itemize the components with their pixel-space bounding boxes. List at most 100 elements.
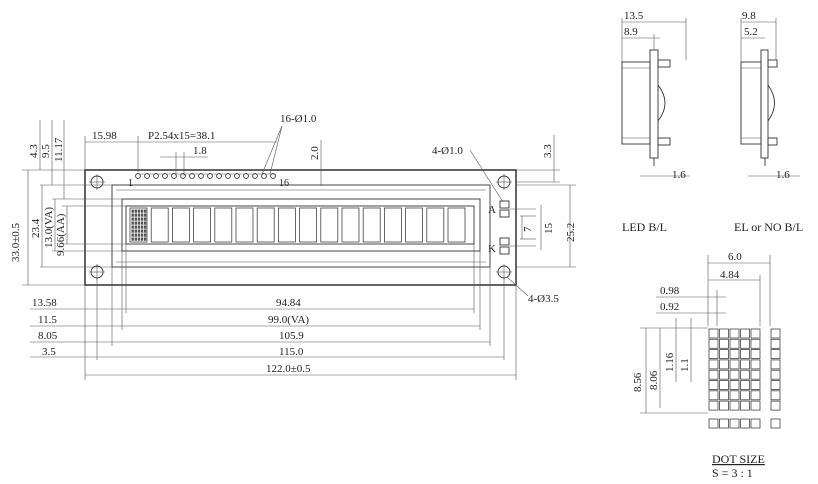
matrix-dot xyxy=(140,209,144,213)
dim-aa: 9.66(AA) xyxy=(55,213,67,256)
dot-cell xyxy=(729,400,740,411)
dim-9-5: 9.5 xyxy=(40,144,52,158)
matrix-dot xyxy=(131,237,134,241)
dot-cell xyxy=(750,369,761,380)
dim-15: 15 xyxy=(543,223,555,235)
character-cell xyxy=(214,207,233,243)
side2-tab-top xyxy=(767,59,778,68)
dim-94-84: 94.84 xyxy=(276,297,301,309)
top-dimensions: 4.3 9.5 11.17 15.98 P2.54x15=38.1 1.8 16… xyxy=(28,113,560,203)
dot-cell xyxy=(740,400,750,411)
dot-cell xyxy=(729,380,740,390)
dot-scale: S = 3 : 1 xyxy=(712,466,753,480)
dot-matrix-grid xyxy=(708,328,781,429)
matrix-dot xyxy=(131,213,134,217)
dot-cell xyxy=(719,349,729,360)
character-cell xyxy=(341,207,360,243)
dim-8-05: 8.05 xyxy=(38,330,58,342)
dot-cell xyxy=(729,369,740,380)
leader-mount-holes xyxy=(506,276,529,297)
dim-15-98: 15.98 xyxy=(92,130,117,142)
side1-lcd-panel xyxy=(621,61,651,145)
dot-cell xyxy=(740,359,750,370)
dot-cell xyxy=(708,380,719,390)
dot-v-dot: 1.1 xyxy=(679,358,691,372)
matrix-dot xyxy=(137,221,141,225)
dim-va-99: 99.0(VA) xyxy=(268,314,309,326)
dim-4-3: 4.3 xyxy=(28,144,40,158)
dot-cell-next-column xyxy=(770,359,781,370)
dot-cell-cursor-row xyxy=(729,418,740,429)
matrix-dot xyxy=(137,225,141,229)
matrix-dot xyxy=(143,225,147,229)
matrix-dot xyxy=(134,221,137,225)
dot-cell-cursor-row xyxy=(708,418,719,429)
side1-caption: LED B/L xyxy=(622,220,667,234)
left-dimensions: 33.0±0.5 23.4 13.0(VA) 9.66(AA) xyxy=(10,169,126,286)
matrix-dot xyxy=(134,225,137,229)
dot-cell xyxy=(708,369,719,380)
dot-cell xyxy=(750,338,761,349)
matrix-dot xyxy=(143,217,147,221)
dot-cell-cursor-row xyxy=(750,418,761,429)
matrix-dot xyxy=(137,233,141,237)
dot-cell xyxy=(708,400,719,411)
dot-w-dots: 4.84 xyxy=(720,269,740,281)
matrix-dot xyxy=(143,213,147,217)
pin-pad xyxy=(135,173,141,179)
dot-cell xyxy=(729,328,740,339)
matrix-dot xyxy=(131,209,134,213)
pin-pad xyxy=(180,173,186,179)
dim-1-8: 1.8 xyxy=(193,145,207,157)
matrix-dot xyxy=(137,217,141,221)
dot-cell xyxy=(740,369,750,380)
side2-bottom: 1.6 xyxy=(776,169,790,181)
side2-pcb xyxy=(760,49,769,159)
side-view-el: 9.8 5.2 1.6 EL or NO B/L xyxy=(734,10,803,234)
matrix-dot xyxy=(143,209,147,213)
pin-pad xyxy=(144,173,150,179)
leader-pin-holes-2 xyxy=(269,125,283,175)
pin-pad xyxy=(270,173,276,179)
pin-pad xyxy=(189,173,195,179)
led-pad-a2 xyxy=(499,209,510,218)
side1-outer: 13.5 xyxy=(624,10,644,22)
matrix-dot xyxy=(134,217,137,221)
matrix-dot xyxy=(134,229,137,233)
dot-cell xyxy=(729,359,740,370)
matrix-dot xyxy=(134,213,137,217)
character-cell xyxy=(277,207,296,243)
character-cell xyxy=(150,207,169,243)
side2-inner: 5.2 xyxy=(744,26,758,38)
character-cell xyxy=(447,207,466,243)
matrix-dot xyxy=(140,225,144,229)
matrix-dot xyxy=(131,233,134,237)
right-dimensions: 7 15 25.2 4-Ø3.5 xyxy=(506,184,577,305)
pin-pad xyxy=(225,173,231,179)
dot-cell-cursor-row xyxy=(740,418,750,429)
pin-pad xyxy=(207,173,213,179)
matrix-dot xyxy=(140,213,144,217)
dim-122: 122.0±0.5 xyxy=(266,363,311,375)
matrix-dot xyxy=(134,209,137,213)
matrix-dot xyxy=(131,221,134,225)
dot-v-pitch: 1.16 xyxy=(664,352,676,372)
dot-h-total: 8.56 xyxy=(632,372,644,392)
dim-mount-holes: 4-Ø3.5 xyxy=(528,293,559,305)
dot-cell xyxy=(740,390,750,401)
dot-cell-next-column xyxy=(770,328,781,339)
matrix-dot xyxy=(131,225,134,229)
led-pad-k1 xyxy=(499,237,510,246)
pin-pad xyxy=(216,173,222,179)
dim-115: 115.0 xyxy=(279,346,304,358)
matrix-dot xyxy=(131,217,134,221)
dot-cell xyxy=(719,338,729,349)
pin-pad xyxy=(153,173,159,179)
dot-cell xyxy=(708,328,719,339)
side1-pcb xyxy=(649,49,659,159)
pin-pad xyxy=(252,173,258,179)
dot-h-dots: 8.06 xyxy=(648,370,660,390)
dot-cell-next-column xyxy=(770,380,781,390)
dot-cell xyxy=(708,390,719,401)
dot-cell xyxy=(750,349,761,360)
